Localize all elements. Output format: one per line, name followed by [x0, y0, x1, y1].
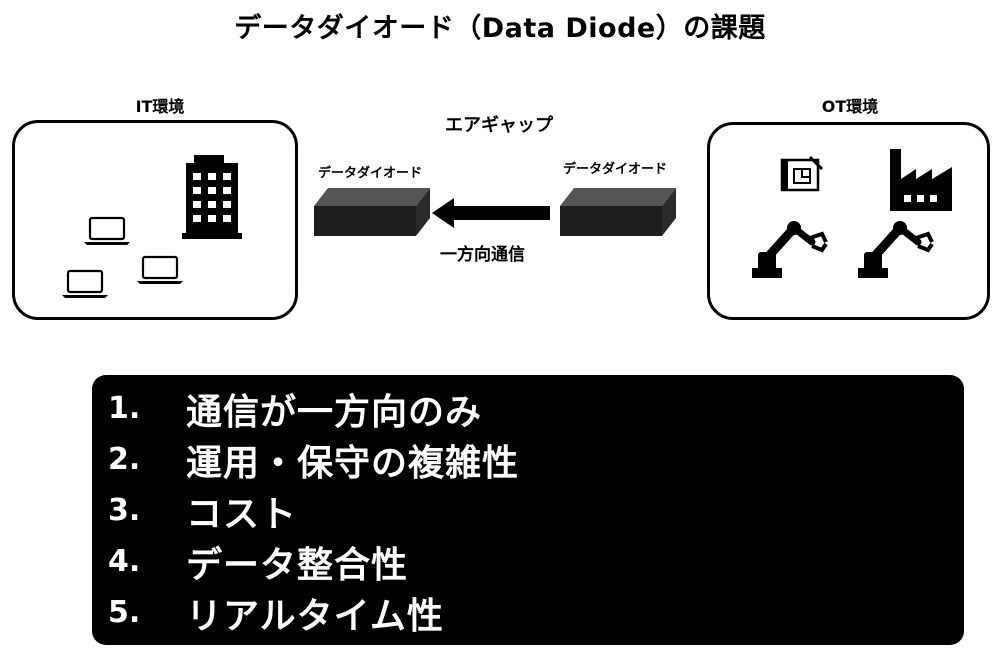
issue-item: 5. リアルタイム性 [108, 587, 964, 638]
issue-number: 3. [108, 493, 141, 528]
issue-text: 運用・保守の複雑性 [186, 442, 520, 484]
one-way-arrow-icon [432, 198, 550, 228]
issue-item: 1. 通信が一方向のみ [108, 383, 964, 434]
ot-env-label: OT環境 [821, 97, 879, 116]
it-env-label: IT環境 [135, 97, 185, 116]
issue-number: 5. [108, 595, 141, 630]
issue-number: 2. [108, 442, 141, 477]
issue-text: 通信が一方向のみ [186, 391, 483, 433]
ot-env-box [707, 122, 990, 320]
laptop-icon [62, 269, 108, 298]
it-env-box [12, 120, 298, 320]
laptop-icon [137, 255, 183, 284]
laptop-icon [84, 216, 130, 245]
issue-number: 1. [108, 391, 141, 426]
diode-right-device [560, 188, 676, 236]
issue-text: リアルタイム性 [186, 595, 444, 637]
robot-arm-icon [858, 221, 934, 278]
page-title: データダイオード（Data Diode）の課題 [234, 13, 766, 44]
diode-left-label: データダイオード [318, 166, 423, 181]
diode-left-device [314, 188, 430, 236]
issue-text: データ整合性 [186, 544, 409, 586]
blueprint-icon [780, 155, 824, 192]
building-icon [182, 155, 242, 239]
issue-item: 3. コスト [108, 485, 964, 536]
issue-item: 2. 運用・保守の複雑性 [108, 434, 964, 485]
diode-right-label: データダイオード [563, 162, 668, 177]
issue-number: 4. [108, 544, 141, 579]
issue-text: コスト [186, 493, 298, 535]
robot-arm-icon [752, 221, 828, 278]
issues-panel: 1. 通信が一方向のみ 2. 運用・保守の複雑性 3. コスト 4. データ整合… [92, 375, 964, 645]
factory-icon [890, 149, 952, 211]
direction-label: 一方向通信 [440, 245, 525, 265]
issue-item: 4. データ整合性 [108, 536, 964, 587]
air-gap-label: エアギャップ [445, 115, 553, 136]
